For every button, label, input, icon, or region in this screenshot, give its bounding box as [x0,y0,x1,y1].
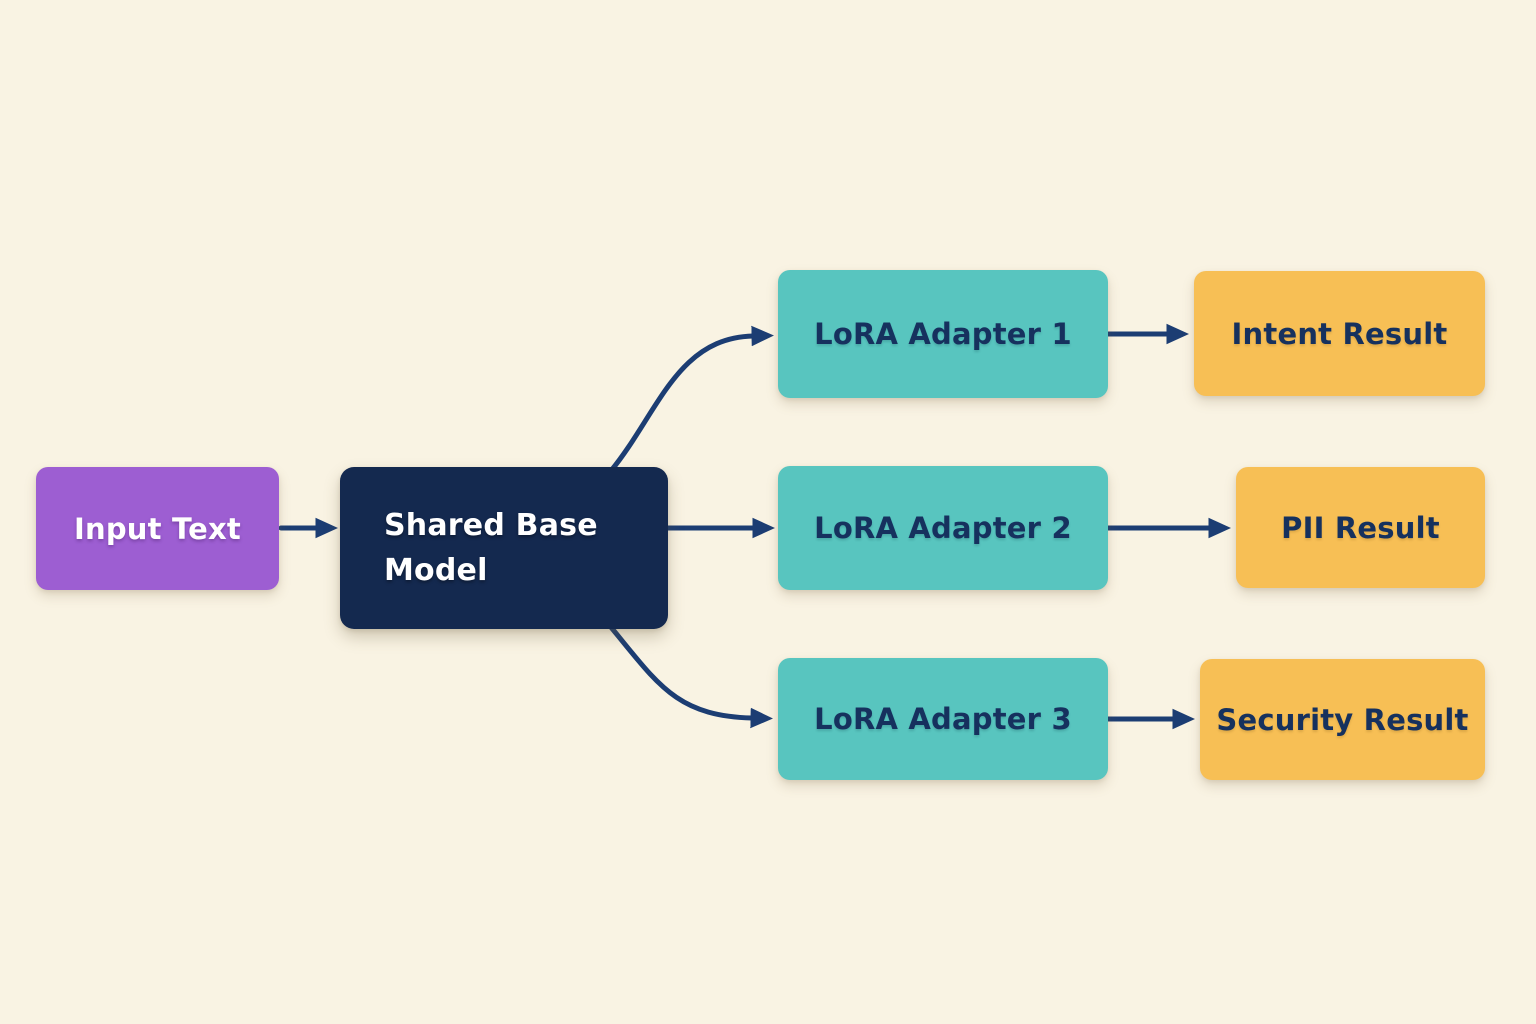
node-pii-result: PII Result [1236,467,1485,588]
node-lora-adapter-1-label: LoRA Adapter 1 [814,317,1072,351]
node-lora-adapter-1: LoRA Adapter 1 [778,270,1108,398]
node-lora-adapter-2: LoRA Adapter 2 [778,466,1108,590]
node-security-result-label: Security Result [1216,702,1469,737]
node-pii-result-label: PII Result [1281,510,1440,545]
node-lora-adapter-2-label: LoRA Adapter 2 [814,511,1072,545]
edge-base-to-adapter1 [607,325,774,475]
node-input-text-label: Input Text [74,511,241,546]
node-lora-adapter-3-label: LoRA Adapter 3 [814,702,1072,736]
node-intent-result: Intent Result [1194,271,1485,396]
node-input-text: Input Text [36,467,279,590]
edge-base-to-adapter3 [607,623,773,729]
node-intent-result-label: Intent Result [1231,316,1448,351]
node-lora-adapter-3: LoRA Adapter 3 [778,658,1108,780]
node-security-result: Security Result [1200,659,1485,780]
node-shared-base-model-label: Shared Base Model [384,508,598,588]
node-shared-base-model: Shared Base Model [340,467,668,629]
